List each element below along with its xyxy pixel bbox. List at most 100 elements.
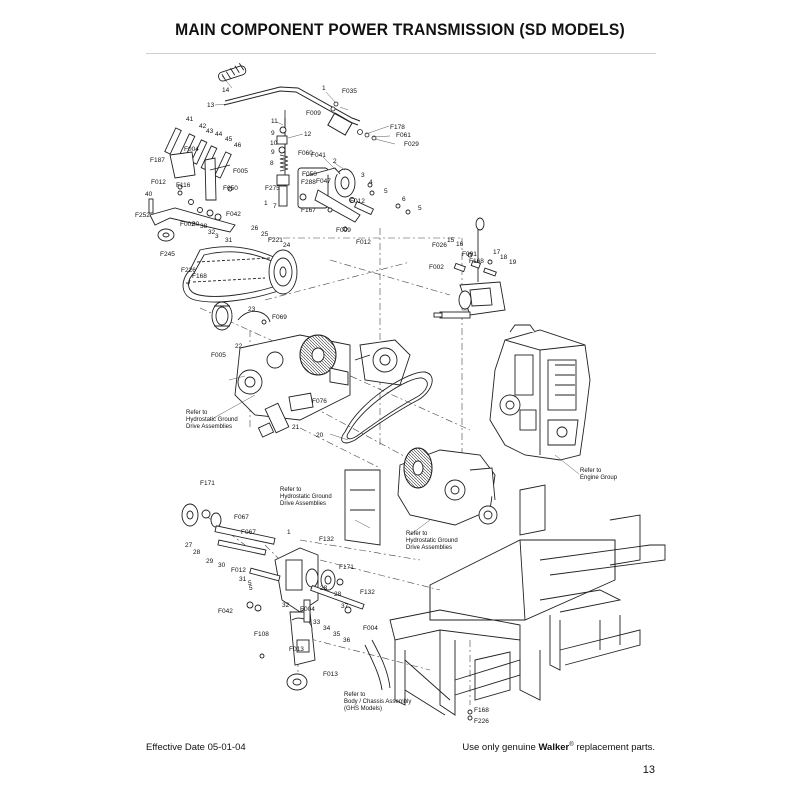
callout: 42: [199, 123, 207, 130]
callout: F221: [268, 237, 283, 244]
callout: F116: [176, 182, 191, 189]
callout: 23: [248, 306, 256, 313]
callout: F168: [192, 273, 207, 280]
reference-engine: Refer to Engine Group: [580, 468, 618, 481]
callout: F041: [311, 152, 326, 159]
reference-hydro-mid: Refer to Hydrostatic Ground Drive Assemb…: [280, 487, 333, 507]
callout: F171: [200, 480, 215, 487]
callout: 12: [304, 131, 312, 138]
callout: 41: [186, 116, 194, 123]
callout: 15: [447, 237, 455, 244]
callout: F187: [150, 157, 165, 164]
callout: 33: [313, 619, 321, 626]
callout: F050: [223, 185, 238, 192]
callout: 30: [218, 562, 226, 569]
effective-date: Effective Date 05-01-04: [146, 742, 246, 753]
title-divider: [146, 53, 656, 54]
registered-mark: ®: [569, 742, 574, 748]
callout: 5: [249, 585, 253, 592]
callout: 16: [456, 241, 464, 248]
callout: F132: [360, 589, 375, 596]
callout: 14: [222, 87, 230, 94]
callout: F171: [339, 564, 354, 571]
callout: F029: [404, 141, 419, 148]
callout: F012: [231, 567, 246, 574]
callout: 31: [225, 237, 233, 244]
callout: F091: [462, 251, 477, 258]
page-title: MAIN COMPONENT POWER TRANSMISSION (SD MO…: [175, 20, 625, 39]
handle-rod: [223, 86, 361, 136]
chassis-frame: [364, 484, 666, 721]
lever-stack: [276, 118, 411, 232]
callout: 5: [418, 205, 422, 212]
page-number: 13: [642, 764, 655, 776]
callout: 28: [193, 549, 201, 556]
callout: F035: [342, 88, 357, 95]
callout: 28: [334, 591, 342, 598]
leader-lines: [209, 75, 580, 536]
callout: 19: [509, 259, 517, 266]
callout: 29: [206, 558, 214, 565]
callout: 21: [292, 424, 300, 431]
callout-labels: 14 13 1 F035 F009 F178 F061 F029 11 9 12…: [135, 85, 517, 725]
callout: 31: [239, 576, 247, 583]
callout: F168: [474, 707, 489, 714]
callout: 24: [283, 242, 291, 249]
gearbox: [433, 217, 506, 319]
callout: 34: [323, 625, 331, 632]
callout: 9: [271, 130, 275, 137]
callout: 25: [261, 231, 269, 238]
callout: F226: [474, 718, 489, 725]
callout: 9: [271, 149, 275, 156]
callout: 27: [185, 542, 193, 549]
hydro-pump-upper: [234, 334, 411, 438]
callout: 30: [192, 221, 200, 228]
callout: F009: [336, 227, 351, 234]
lower-drive-assembly: [181, 503, 365, 691]
callout: F252: [135, 212, 150, 219]
callout: 20: [316, 432, 324, 439]
callout: 5: [248, 580, 252, 587]
reference-notes: Refer to Hydrostatic Ground Drive Assemb…: [186, 410, 618, 712]
reference-hydro-lower: Refer to Hydrostatic Ground Drive Assemb…: [406, 531, 459, 551]
callout: F005: [211, 352, 226, 359]
footer-tagline: Use only genuine Walker® replacement par…: [462, 742, 655, 753]
callout: F069: [272, 314, 287, 321]
guide-lines: [199, 228, 498, 705]
callout: 13: [207, 102, 215, 109]
callout: 37: [341, 603, 349, 610]
callout: 4: [369, 179, 373, 186]
callout: F067: [234, 514, 249, 521]
upper-belt-pulleys: [182, 246, 298, 355]
callout: 28: [320, 585, 328, 592]
callout: F005: [233, 168, 248, 175]
callout: 6: [402, 196, 406, 203]
callout: 40: [145, 191, 153, 198]
callout: 45: [225, 136, 233, 143]
callout: 44: [215, 131, 223, 138]
callout: F050: [302, 171, 317, 178]
callout: F060: [298, 150, 313, 157]
hydro-pump-mid: [344, 447, 498, 546]
belt-part-20: [341, 371, 433, 444]
callout: F012: [356, 239, 371, 246]
callout: 22: [235, 343, 243, 350]
callout: F067: [241, 529, 256, 536]
callout: F226: [181, 267, 196, 274]
callout: F004: [300, 606, 315, 613]
callout: 26: [251, 225, 259, 232]
callout: F013: [323, 671, 338, 678]
callout: F245: [160, 251, 175, 258]
callout: F012: [151, 179, 166, 186]
callout: 1: [322, 85, 326, 92]
left-lever-assembly: [148, 127, 236, 242]
callout: 1: [264, 200, 268, 207]
callout: 32: [282, 602, 290, 609]
callout: 46: [234, 142, 242, 149]
brand-name: Walker: [538, 742, 570, 754]
callout: F002: [429, 264, 444, 271]
callout: 3: [361, 172, 365, 179]
grip-part-14: [218, 63, 247, 82]
callout: 2: [333, 158, 337, 165]
